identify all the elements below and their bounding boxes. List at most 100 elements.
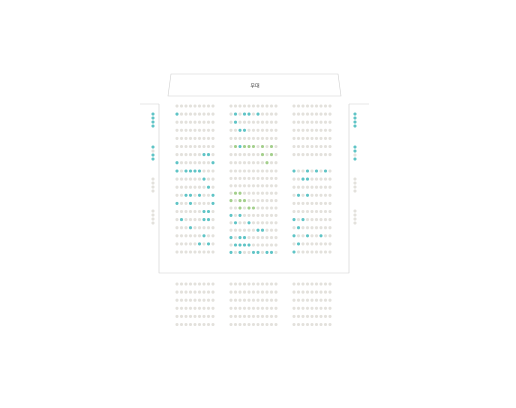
seat[interactable] xyxy=(296,193,301,197)
seat[interactable] xyxy=(242,236,247,240)
seat[interactable] xyxy=(305,193,310,197)
seat[interactable] xyxy=(251,144,256,149)
seat[interactable] xyxy=(265,161,269,165)
seat[interactable] xyxy=(206,185,211,189)
seat[interactable] xyxy=(319,234,323,238)
seat[interactable] xyxy=(229,213,233,217)
seat[interactable] xyxy=(238,191,242,195)
seat[interactable] xyxy=(269,250,274,254)
seat[interactable] xyxy=(233,112,238,116)
seat[interactable] xyxy=(353,116,357,120)
seat[interactable] xyxy=(238,206,242,210)
seat[interactable] xyxy=(260,144,265,149)
seat[interactable] xyxy=(238,243,242,247)
seat[interactable] xyxy=(188,169,193,173)
seat[interactable] xyxy=(238,213,242,217)
seat[interactable] xyxy=(256,250,260,254)
seat[interactable] xyxy=(305,177,310,181)
seat[interactable] xyxy=(292,218,296,222)
seat[interactable] xyxy=(305,234,310,238)
seat[interactable] xyxy=(202,177,206,181)
seat[interactable] xyxy=(314,169,319,173)
seat[interactable] xyxy=(206,153,211,157)
seat[interactable] xyxy=(296,242,301,246)
seat[interactable] xyxy=(151,120,155,124)
seat[interactable] xyxy=(197,242,202,246)
seat[interactable] xyxy=(353,124,357,128)
seat[interactable] xyxy=(151,145,155,149)
seat[interactable] xyxy=(305,169,310,173)
seat[interactable] xyxy=(301,177,305,181)
seat[interactable] xyxy=(292,250,296,254)
seat[interactable] xyxy=(242,128,247,132)
seat[interactable] xyxy=(206,209,211,214)
seat[interactable] xyxy=(151,112,155,116)
seat[interactable] xyxy=(229,250,233,254)
seat[interactable] xyxy=(206,218,211,222)
seat[interactable] xyxy=(292,234,296,238)
seat[interactable] xyxy=(238,144,242,149)
seat[interactable] xyxy=(323,169,328,173)
seat[interactable] xyxy=(229,236,233,240)
seat[interactable] xyxy=(238,199,242,203)
seat[interactable] xyxy=(296,226,301,230)
seat[interactable] xyxy=(179,218,184,222)
seat[interactable] xyxy=(247,221,251,225)
seat[interactable] xyxy=(353,112,357,116)
seat[interactable] xyxy=(206,242,211,246)
seat[interactable] xyxy=(202,218,206,222)
seat[interactable] xyxy=(353,145,357,149)
seat[interactable] xyxy=(197,193,202,197)
seat[interactable] xyxy=(211,193,215,197)
seat[interactable] xyxy=(184,169,188,173)
seat[interactable] xyxy=(256,112,260,116)
seat[interactable] xyxy=(211,201,215,205)
seat[interactable] xyxy=(151,157,155,161)
seat[interactable] xyxy=(247,144,251,149)
seat[interactable] xyxy=(151,116,155,120)
seat[interactable] xyxy=(292,169,296,173)
seat[interactable] xyxy=(238,250,242,254)
seat[interactable] xyxy=(175,112,179,116)
seat[interactable] xyxy=(269,144,274,149)
seat[interactable] xyxy=(265,250,269,254)
seat[interactable] xyxy=(247,206,251,210)
seat[interactable] xyxy=(260,228,265,232)
seat[interactable] xyxy=(188,226,193,230)
seat[interactable] xyxy=(353,157,357,161)
seat[interactable] xyxy=(188,201,193,205)
seat[interactable] xyxy=(242,144,247,149)
seat[interactable] xyxy=(151,124,155,128)
seat[interactable] xyxy=(242,199,247,203)
seat[interactable] xyxy=(202,153,206,157)
seat[interactable] xyxy=(251,206,256,210)
seat[interactable] xyxy=(269,153,274,157)
seat[interactable] xyxy=(242,112,247,116)
seat[interactable] xyxy=(233,144,238,149)
seat[interactable] xyxy=(202,209,206,214)
seat[interactable] xyxy=(242,243,247,247)
seat[interactable] xyxy=(247,112,251,116)
seat[interactable] xyxy=(233,120,238,124)
seat[interactable] xyxy=(175,201,179,205)
seat[interactable] xyxy=(175,169,179,173)
seat[interactable] xyxy=(301,218,305,222)
seat[interactable] xyxy=(175,161,179,165)
seat[interactable] xyxy=(256,228,260,232)
seat[interactable] xyxy=(353,149,357,153)
seat[interactable] xyxy=(353,120,357,124)
seat[interactable] xyxy=(233,221,238,225)
seat[interactable] xyxy=(251,250,256,254)
seat[interactable] xyxy=(229,199,233,203)
seat[interactable] xyxy=(197,169,202,173)
seat[interactable] xyxy=(202,234,206,238)
seat[interactable] xyxy=(151,153,155,157)
seat[interactable] xyxy=(188,193,193,197)
seat[interactable] xyxy=(260,153,265,157)
seat[interactable] xyxy=(238,236,242,240)
seat[interactable] xyxy=(238,128,242,132)
seat[interactable] xyxy=(233,243,238,247)
seat[interactable] xyxy=(233,191,238,195)
seat[interactable] xyxy=(184,193,188,197)
seat[interactable] xyxy=(247,243,251,247)
